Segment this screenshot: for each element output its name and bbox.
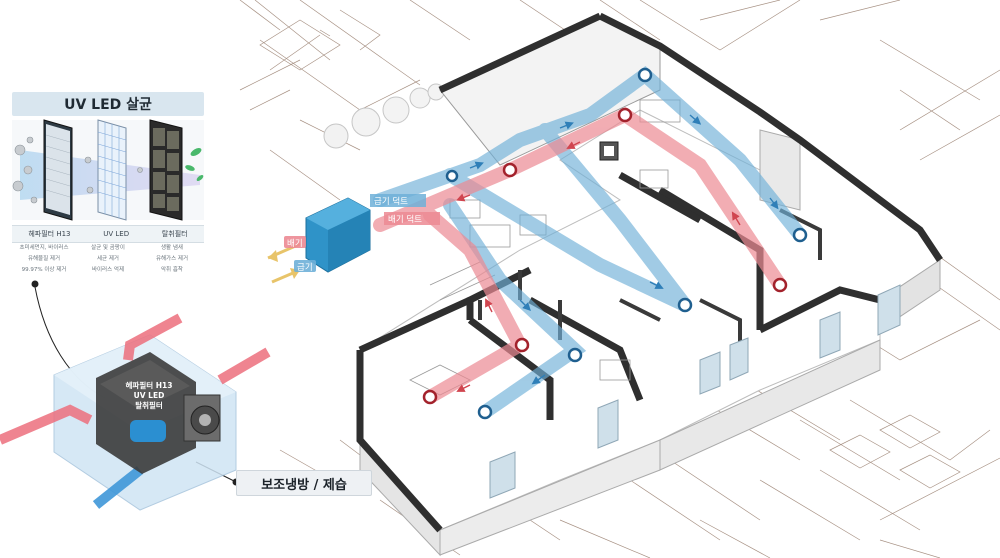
unit-label-uv-led: UV LED <box>133 391 165 400</box>
uv-led-filter-icon <box>97 119 127 221</box>
auxiliary-cooling-callout: 보조냉방 / 제습 <box>236 470 372 496</box>
unit-label-deodorizing: 탈취필터 <box>135 401 163 410</box>
germ-icons <box>12 136 143 204</box>
exhaust-grilles <box>422 107 788 405</box>
duct-flow-arrows <box>456 114 779 392</box>
deodorizing-filter-icon <box>149 119 183 221</box>
floor-plan <box>356 12 943 557</box>
sketch-spheres <box>323 83 445 149</box>
desc-line: 생활 냄새 <box>161 245 183 251</box>
supply-flow-label: 급기 <box>297 263 313 273</box>
erv-unit-illustration <box>0 313 271 511</box>
filter-label-hepa: 헤파필터 H13 <box>28 230 71 238</box>
desc-line: 바이러스 억제 <box>91 267 125 273</box>
duct-label-backgrounds <box>370 194 440 225</box>
filter-descriptions: 초미세먼지, 바이러스 유해물질 제거 99.97% 이상 제거 살균 및 곰팡… <box>12 243 204 276</box>
leaf-icons <box>185 148 204 181</box>
desc-line: 초미세먼지, 바이러스 <box>19 245 69 251</box>
desc-line: 살균 및 곰팡이 <box>91 245 125 251</box>
desc-line: 유해물질 제거 <box>27 256 61 262</box>
filter-labels: 헤파필터 H13 UV LED 탈취필터 <box>12 225 204 243</box>
unit-flow-arrows <box>267 236 316 284</box>
filter-label-uv-led: UV LED <box>103 230 130 238</box>
ventilation-unit <box>305 197 371 273</box>
desc-line: 유해가스 제거 <box>155 256 189 262</box>
supply-duct-label: 급기 덕트 <box>374 197 408 207</box>
deodorizing-description: 생활 냄새 유해가스 제거 악취 흡착 <box>141 243 203 276</box>
desc-line: 악취 흡착 <box>161 267 183 273</box>
desc-line: 99.97% 이상 제거 <box>21 267 67 273</box>
filter-illustration <box>12 119 204 221</box>
uv-led-title: UV LED 살균 <box>12 92 204 116</box>
hepa-filter-icon <box>43 119 73 221</box>
unit-component-labels: 헤파필터 H13 UV LED 탈취필터 <box>108 381 190 411</box>
unit-label-hepa: 헤파필터 H13 <box>125 381 173 390</box>
desc-line: 세균 제거 <box>97 256 119 262</box>
filter-label-deodorizing: 탈취필터 <box>161 230 188 238</box>
hepa-description: 초미세먼지, 바이러스 유해물질 제거 99.97% 이상 제거 <box>13 243 75 276</box>
supply-diffusers <box>445 67 808 420</box>
exhaust-duct-label: 배기 덕트 <box>388 215 422 225</box>
uv-led-description: 살균 및 곰팡이 세균 제거 바이러스 억제 <box>77 243 139 276</box>
exhaust-flow-label: 배기 <box>287 239 303 249</box>
